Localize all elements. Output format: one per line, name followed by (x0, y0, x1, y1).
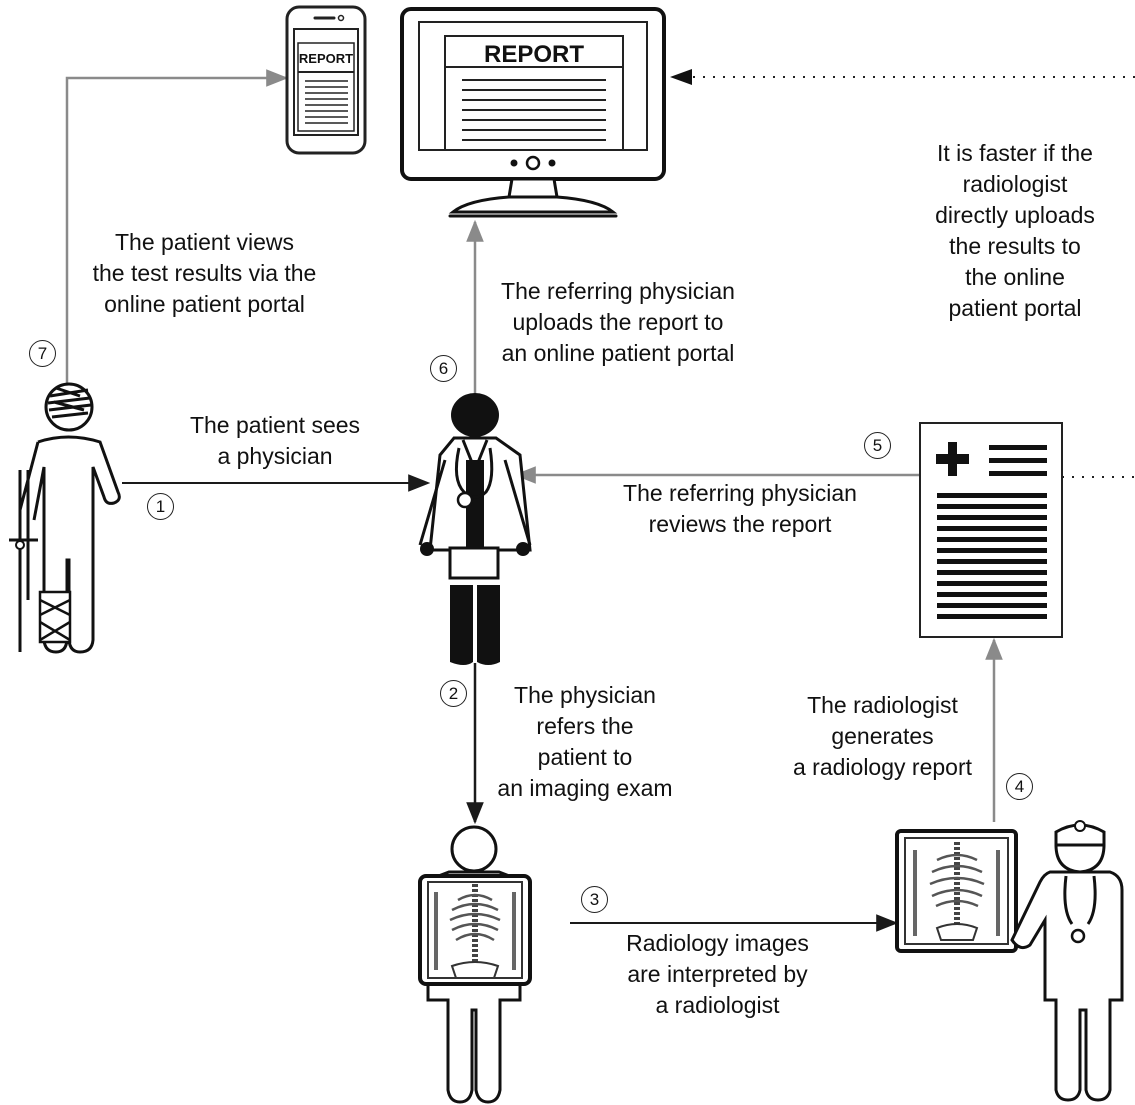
step-4-label: The radiologist generates a radiology re… (793, 692, 972, 780)
arrow-7 (65, 69, 289, 388)
step-4-number: 4 (1006, 773, 1033, 800)
dotted-direct-upload-line (670, 69, 1135, 85)
report-document-icon (919, 422, 1063, 638)
patient-icon (9, 382, 121, 654)
phone-icon: REPORT (285, 5, 367, 155)
step-6-number: 6 (430, 355, 457, 382)
monitor-report-title: REPORT (484, 41, 584, 68)
xray-patient-icon (418, 825, 532, 1104)
step-5-number: 5 (864, 432, 891, 459)
step-7-number: 7 (29, 340, 56, 367)
monitor-icon: REPORT (400, 7, 666, 218)
step-1-label: The patient sees a physician (189, 412, 361, 469)
direct-upload-note: It is faster if the radiologist directly… (935, 140, 1095, 321)
step-7-label: The patient views the test results via t… (92, 229, 317, 317)
step-3-label: Radiology images are interpreted by a ra… (626, 930, 809, 1018)
radiologist-icon (895, 820, 1124, 1102)
step-5-label: The referring physician reviews the repo… (623, 480, 857, 537)
step-3-number: 3 (581, 886, 608, 913)
step-2-number: 2 (440, 680, 467, 707)
step-2-label: The physician refers the patient to an i… (497, 682, 673, 801)
step-6-label: The referring physician uploads the repo… (501, 278, 735, 366)
step-1-number: 1 (147, 493, 174, 520)
phone-report-title: REPORT (299, 51, 353, 66)
physician-icon (418, 393, 532, 665)
